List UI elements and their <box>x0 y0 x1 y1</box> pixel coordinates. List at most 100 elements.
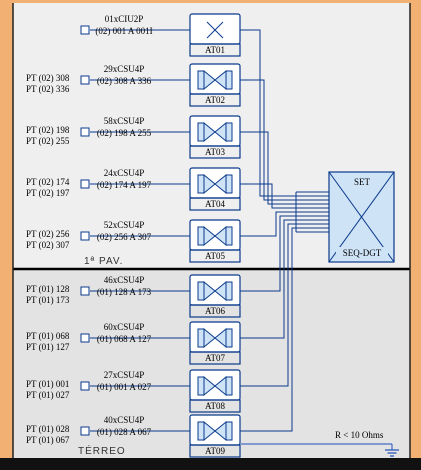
distribution-box <box>189 13 241 45</box>
distribution-box-group: AT09 40xCSU4P (01) 028 A 067 PT (01) 028PT … <box>26 414 241 458</box>
trunk-wire <box>240 131 329 205</box>
box-id-label: AT09 <box>205 446 225 456</box>
cable-type-label: 27xCSU4P <box>104 370 145 380</box>
set-label-bg <box>348 176 376 188</box>
box-id-frame <box>189 249 241 263</box>
distribution-box-group: AT05 52xCSU4P (02) 256 A 307 PT (02) 256PT … <box>26 219 241 263</box>
box-id-frame <box>189 43 241 57</box>
ground-icon <box>385 449 399 457</box>
pt-top-label: PT (01) 001 <box>26 379 69 389</box>
cable-type-label: 60xCSU4P <box>104 322 145 332</box>
terminal-square <box>80 231 90 241</box>
bowtie-icon <box>197 121 233 143</box>
bowtie-icon <box>197 225 233 247</box>
box-id-frame <box>189 304 241 318</box>
box-id-frame <box>189 399 241 413</box>
cable-range-label: (01) 128 A 173 <box>97 287 152 297</box>
pt-bottom-label: PT (01) 027 <box>26 390 70 400</box>
terminal-square <box>80 381 90 391</box>
pt-top-label: PT (02) 308 <box>26 73 70 83</box>
cable-type-label: 46xCSU4P <box>104 275 145 285</box>
cable-range-label: (02) 198 A 255 <box>97 128 152 138</box>
floor-label-lower: TÉRREO <box>78 444 126 457</box>
box-id-label: AT04 <box>205 199 225 209</box>
bowtie-icon <box>197 327 233 349</box>
pt-bottom-label: PT (02) 197 <box>26 188 70 198</box>
pt-top-label: PT (02) 198 <box>26 125 70 135</box>
box-id-frame <box>189 444 241 458</box>
distribution-box-group: AT06 46xCSU4P (01) 128 A 173 PT (01) 128PT … <box>26 274 241 318</box>
box-id-frame <box>189 351 241 365</box>
pt-top-label: PT (01) 128 <box>26 284 70 294</box>
terminal-square <box>80 333 90 343</box>
trunk-wire <box>240 29 329 197</box>
pt-bottom-label: PT (01) 173 <box>26 295 70 305</box>
bowtie-icon <box>197 173 233 195</box>
bowtie-icon <box>197 420 233 442</box>
cable-type-label: 40xCSU4P <box>104 415 145 425</box>
distribution-box-group: AT02 29xCSU4P (02) 308 A 336 PT (02) 308PT … <box>26 63 241 107</box>
box-id-frame <box>189 197 241 211</box>
set-cabinet: SET SEQ-DGT <box>328 171 395 263</box>
ground-resistance-note: R < 10 Ohms <box>335 430 384 440</box>
pt-top-label: PT (01) 028 <box>26 424 70 434</box>
distribution-box-group: AT04 24xCSU4P (02) 174 A 197 PT (02) 174PT … <box>26 167 241 211</box>
ground-connection: R < 10 Ohms <box>241 430 399 457</box>
cable-range-label: (02) 308 A 336 <box>97 76 152 86</box>
pt-bottom-label: PT (01) 067 <box>26 435 70 445</box>
set-sublabel-bg <box>336 247 388 259</box>
box-id-label: AT08 <box>205 401 225 411</box>
trunk-wire <box>240 215 329 292</box>
distribution-box-group: AT03 58xCSU4P (02) 198 A 255 PT (02) 198PT … <box>26 115 241 159</box>
trunk-wire <box>240 211 329 237</box>
set-sublabel: SEQ-DGT <box>343 248 382 258</box>
terminal-square <box>80 179 90 189</box>
terminal-square <box>80 127 90 137</box>
cable-range-label: (02) 001 A 001I <box>95 26 152 36</box>
pt-top-label: PT (02) 256 <box>26 229 70 239</box>
pt-bottom-label: PT (02) 255 <box>26 136 70 146</box>
cable-range-label: (01) 028 A 067 <box>97 427 152 437</box>
cable-range-label: (01) 068 A 127 <box>97 334 152 344</box>
terminal-square <box>80 25 90 35</box>
cable-type-label: 52xCSU4P <box>104 220 145 230</box>
trunk-wire <box>240 227 329 432</box>
cable-type-label: 01xCIU2P <box>105 14 144 24</box>
floor-label-upper: 1ª PAV. <box>84 256 123 267</box>
box-id-label: AT06 <box>205 306 225 316</box>
pt-bottom-label: PT (01) 127 <box>26 342 70 352</box>
box-id-frame <box>189 145 241 159</box>
pt-top-label: PT (01) 068 <box>26 331 70 341</box>
box-id-label: AT02 <box>205 95 225 105</box>
terminal-square <box>80 426 90 436</box>
set-label: SET <box>354 177 371 187</box>
box-id-frame <box>189 93 241 107</box>
cable-type-label: 29xCSU4P <box>104 64 145 74</box>
box-id-label: AT03 <box>205 147 225 157</box>
cable-type-label: 58xCSU4P <box>104 116 145 126</box>
cross-icon <box>206 21 224 39</box>
pt-top-label: PT (02) 174 <box>26 177 70 187</box>
trunk-wire <box>240 223 329 387</box>
trunk-wires <box>240 29 329 432</box>
cable-range-label: (02) 174 A 197 <box>97 180 152 190</box>
bowtie-icon <box>197 280 233 302</box>
distribution-box-group: AT08 27xCSU4P (01) 001 A 027 PT (01) 001PT … <box>26 369 241 413</box>
terminal-square <box>80 286 90 296</box>
trunk-wire <box>240 183 329 209</box>
box-id-label: AT05 <box>205 251 225 261</box>
pt-bottom-label: PT (02) 336 <box>26 84 70 94</box>
bowtie-icon <box>197 375 233 397</box>
trunk-wire <box>240 219 329 339</box>
bowtie-icon <box>197 69 233 91</box>
terminal-square <box>80 75 90 85</box>
cable-range-label: (01) 001 A 027 <box>97 382 152 392</box>
cable-type-label: 24xCSU4P <box>104 168 145 178</box>
ground-slab <box>0 458 421 470</box>
cable-range-label: (02) 256 A 307 <box>97 232 152 242</box>
pt-bottom-label: PT (02) 307 <box>26 240 70 250</box>
